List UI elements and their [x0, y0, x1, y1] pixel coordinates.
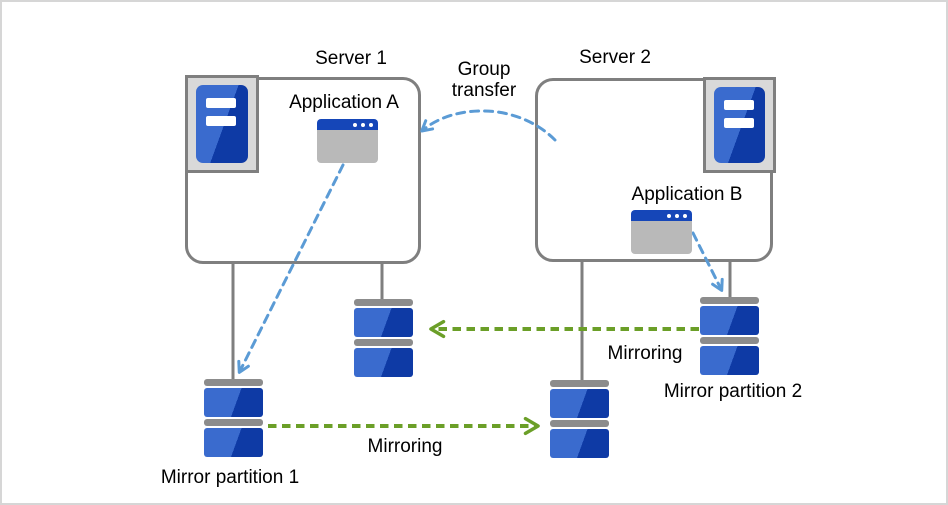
disk-cap [354, 339, 413, 346]
application-b-label: Application B [631, 184, 743, 205]
server-slot [724, 100, 754, 110]
disk-segment [550, 429, 609, 458]
window-titlebar [317, 119, 378, 130]
disk-stack-icon [550, 380, 609, 460]
disk-cap [700, 337, 759, 344]
server-tower-body [196, 85, 248, 163]
application-window-icon [317, 119, 378, 163]
window-dot-icon [353, 123, 357, 127]
mirror-partition-1-label: Mirror partition 1 [160, 467, 300, 488]
disk-segment [204, 388, 263, 417]
server-tower-body [714, 87, 765, 163]
window-titlebar [631, 210, 692, 221]
window-dot-icon [675, 214, 679, 218]
disk-segment [354, 348, 413, 377]
mirror-partition-2-label: Mirror partition 2 [663, 381, 803, 402]
server-tower-icon [185, 75, 259, 173]
window-dot-icon [683, 214, 687, 218]
server-slot [206, 98, 236, 108]
window-dot-icon [667, 214, 671, 218]
mirroring-bottom-label: Mirroring [367, 436, 443, 457]
disk-cap [550, 420, 609, 427]
disk-stack-icon [354, 299, 413, 379]
disk-segment [550, 389, 609, 418]
window-body [317, 130, 378, 163]
server-tower-icon [703, 77, 776, 173]
disk-cap [204, 419, 263, 426]
disk-stack-icon-mirror-partition-2 [700, 297, 759, 377]
disk-stack-icon-mirror-partition-1 [204, 379, 263, 459]
server2-label: Server 2 [579, 47, 651, 68]
disk-cap [354, 299, 413, 306]
server-slot [206, 116, 236, 126]
disk-segment [700, 346, 759, 375]
window-dot-icon [369, 123, 373, 127]
disk-segment [204, 428, 263, 457]
disk-cap [700, 297, 759, 304]
disk-cap [204, 379, 263, 386]
disk-segment [700, 306, 759, 335]
window-body [631, 221, 692, 254]
disk-segment [354, 308, 413, 337]
window-dot-icon [361, 123, 365, 127]
application-a-label: Application A [289, 92, 399, 113]
mirroring-top-label: Mirroring [607, 343, 683, 364]
server1-label: Server 1 [315, 48, 387, 69]
disk-cap [550, 380, 609, 387]
application-window-icon [631, 210, 692, 254]
group-transfer-label: Group transfer [451, 59, 517, 101]
server-slot [724, 118, 754, 128]
